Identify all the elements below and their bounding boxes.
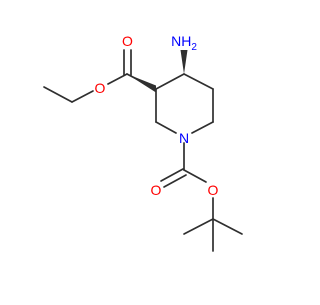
- wedge-bond-c3-ester: [127, 74, 156, 93]
- bond-boc-co-double-b: [163, 174, 187, 188]
- molecule-diagram: O O N O O NH2: [43, 33, 243, 252]
- bond-c4-c3: [155, 73, 185, 90]
- atom-boc-ether-o: O: [208, 182, 219, 198]
- atom-boc-carbonyl-o: O: [151, 182, 162, 198]
- bond-ethyl-ch3-ch2: [43, 86, 73, 103]
- atom-ring-n: N: [179, 130, 189, 146]
- atom-ester-carbonyl-o: O: [122, 33, 133, 49]
- atom-ester-ether-o: O: [95, 80, 106, 96]
- structure-canvas: O O N O O NH2: [43, 33, 243, 252]
- bond-ethyl-ch2-o: [71, 90, 94, 103]
- amino-nh-text: NH: [171, 33, 191, 49]
- bond-tbu-ch3-left: [183, 218, 214, 235]
- bond-c5-c4: [183, 73, 214, 90]
- bond-n1-c6: [191, 121, 214, 134]
- bond-boc-c-o: [183, 169, 207, 183]
- bond-c2-n1: [155, 121, 177, 134]
- wedge-bond-c4-amino: [180, 50, 188, 74]
- bond-boc-co-double-a: [160, 168, 184, 182]
- atom-amino-nh2: NH2: [171, 33, 197, 53]
- amino-subscript: 2: [191, 42, 197, 53]
- bond-tbu-ch3-right: [212, 218, 243, 235]
